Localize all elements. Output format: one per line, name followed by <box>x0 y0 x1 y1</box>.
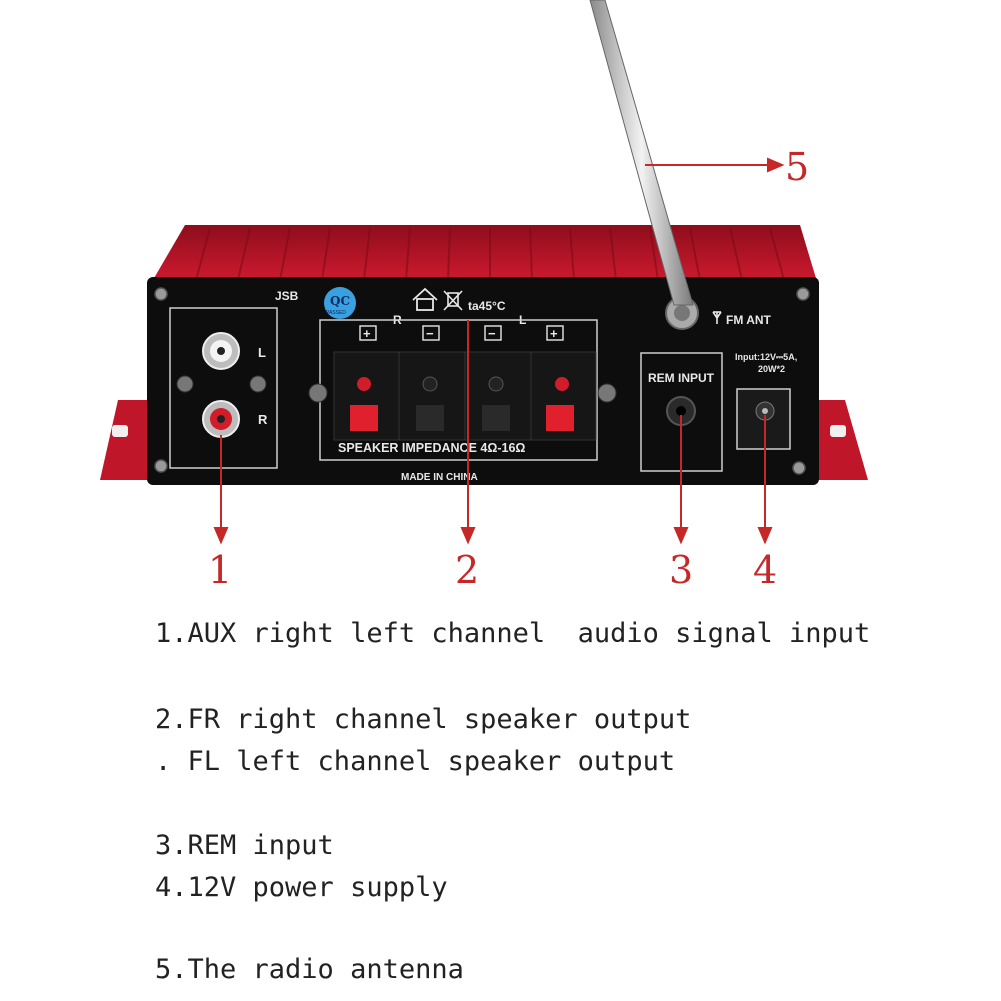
home-icon <box>412 287 438 311</box>
svg-text:−: − <box>426 326 434 341</box>
callout-1: 1 <box>208 548 232 592</box>
speaker-terminal-l-minus[interactable]: − <box>482 325 510 431</box>
speaker-terminal-l-plus[interactable]: + <box>546 325 574 431</box>
screw <box>176 375 194 393</box>
antenna-icon <box>712 311 722 324</box>
fm-ant-label: FM ANT <box>726 313 772 327</box>
svg-text:PASSED: PASSED <box>326 310 346 316</box>
description-item: 5.The radio antenna <box>155 954 464 985</box>
description-item: . FL left channel speaker output <box>155 746 676 777</box>
speaker-terminal-r-minus[interactable]: − <box>416 325 444 431</box>
aux-input-panel <box>169 307 278 469</box>
rca-jack-right[interactable] <box>202 400 240 438</box>
svg-text:+: + <box>550 326 558 341</box>
rca-jack-left[interactable] <box>202 332 240 370</box>
rem-input-label: REM INPUT <box>648 371 715 385</box>
antenna-rod[interactable] <box>589 0 694 306</box>
mounting-flange-left <box>100 400 150 480</box>
power-spec-line1: Input:12V⎓5A, <box>735 352 797 362</box>
description-item: 1.AUX right left channel audio signal in… <box>155 618 871 649</box>
screw <box>154 459 168 473</box>
screw <box>154 287 168 301</box>
qc-passed-sticker: QC PASSED <box>324 287 356 319</box>
callout-5: 5 <box>785 145 809 189</box>
speaker-terminal-r-plus[interactable]: + <box>350 325 378 431</box>
description-item: 2.FR right channel speaker output <box>155 704 692 735</box>
svg-text:+: + <box>363 326 371 341</box>
amplifier-top-housing <box>150 225 818 285</box>
speaker-impedance-label: SPEAKER IMPEDANCE 4Ω-16Ω <box>338 441 525 455</box>
svg-text:−: − <box>488 326 496 341</box>
no-trash-icon <box>443 290 463 311</box>
callout-2: 2 <box>455 548 479 592</box>
power-input-jack[interactable] <box>736 388 791 450</box>
mounting-flange-right <box>818 400 868 480</box>
screw <box>796 287 810 301</box>
screw <box>792 461 806 475</box>
svg-text:QC: QC <box>330 294 350 308</box>
callout-3: 3 <box>669 548 693 592</box>
made-in-label: MADE IN CHINA <box>401 472 478 483</box>
screw <box>308 383 328 403</box>
rem-input-jack[interactable] <box>666 396 696 426</box>
description-item: 3.REM input <box>155 830 334 861</box>
aux-r-label: R <box>258 412 268 427</box>
power-spec-line2: 20W*2 <box>758 364 785 374</box>
temperature-label: ta45°C <box>468 299 506 313</box>
aux-l-label: L <box>258 345 266 360</box>
screw <box>249 375 267 393</box>
jsb-label: JSB <box>275 289 299 303</box>
amplifier-diagram: JSB QC PASSED ta45°C R L L R <box>100 0 868 592</box>
description-item: 4.12V power supply <box>155 872 448 903</box>
screw <box>597 383 617 403</box>
callout-4: 4 <box>753 548 777 592</box>
